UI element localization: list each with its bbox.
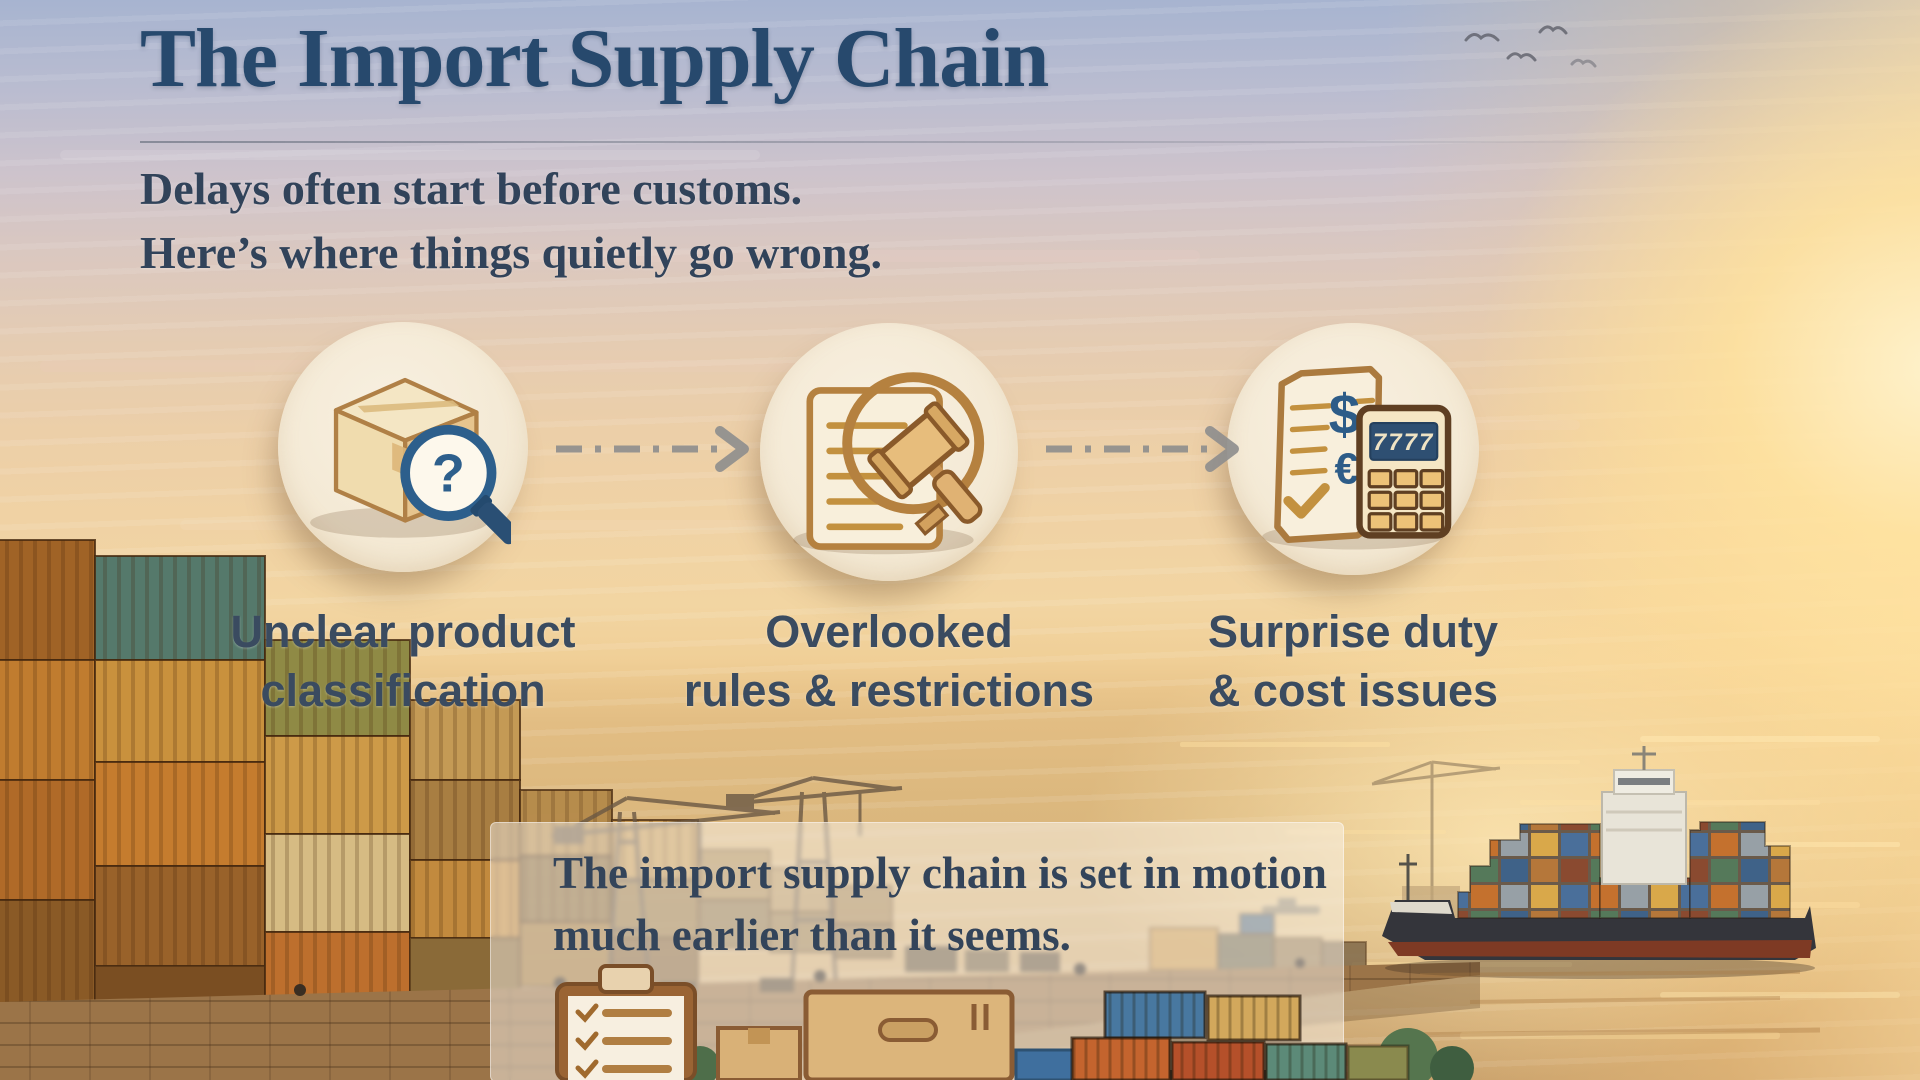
document-gavel-icon <box>793 372 985 555</box>
step-circle-costs: $ € 7777 <box>1227 323 1479 575</box>
euro-glyph: € <box>1335 446 1359 494</box>
calculator: 7777 <box>1356 404 1452 539</box>
flow-arrow-1 <box>556 426 749 472</box>
step-label-line: Unclear product <box>230 606 576 657</box>
step-label-line: rules & restrictions <box>683 665 1095 716</box>
step-label-costs: Surprise duty & cost issues <box>1113 602 1593 720</box>
intro-line-2: Here’s where things quietly go wrong. <box>140 227 882 278</box>
step-label-line: Surprise duty <box>1207 606 1499 657</box>
calculator-display: 7777 <box>1373 429 1434 456</box>
dollar-glyph: $ <box>1329 383 1360 446</box>
step-label-line: Overlooked <box>765 606 1013 657</box>
callout-panel: The import supply chain is set in motion… <box>490 822 1344 1080</box>
question-glyph: ? <box>432 443 465 503</box>
invoice-calculator-icon: $ € 7777 <box>1262 365 1452 550</box>
step-label-classification: Unclear product classification <box>163 602 643 720</box>
callout-line-2: much earlier than it seems. <box>553 910 1071 960</box>
step-label-line: classification <box>260 665 546 716</box>
intro-line-1: Delays often start before customs. <box>140 163 803 214</box>
step-circle-classification: ? <box>278 322 528 572</box>
title-divider <box>140 141 1720 143</box>
box-magnifier-question-icon: ? <box>310 377 511 545</box>
step-label-line: & cost issues <box>1207 665 1499 716</box>
callout-line-1: The import supply chain is set in motion <box>553 848 1327 898</box>
step-label-rules: Overlooked rules & restrictions <box>649 602 1129 720</box>
page-title: The Import Supply Chain <box>140 12 1049 105</box>
flow-arrow-2 <box>1046 426 1239 472</box>
step-circle-rules <box>760 323 1018 581</box>
